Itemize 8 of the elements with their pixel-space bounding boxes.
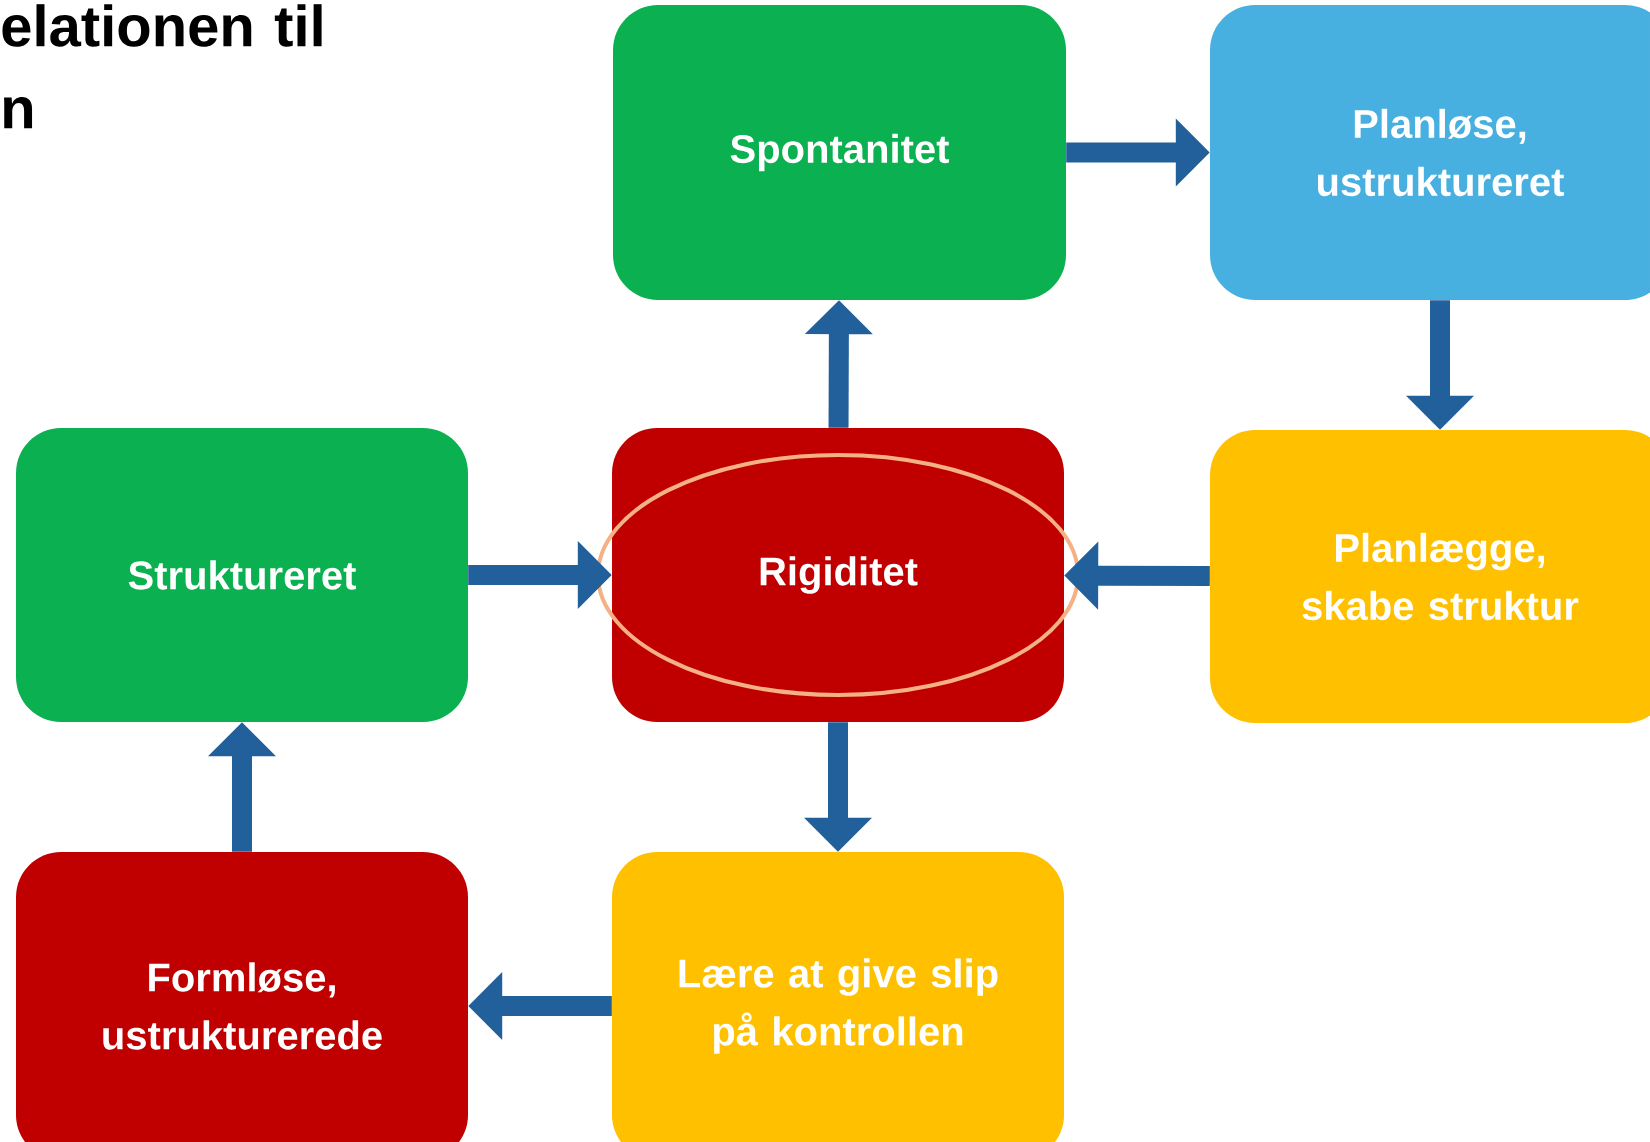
process-box: Spontanitet	[613, 5, 1066, 300]
process-box: Struktureret	[16, 428, 468, 722]
process-box: Planlægge, skabe struktur	[1210, 430, 1650, 723]
process-box: Formløse, ustrukturerede	[16, 852, 468, 1142]
title: elationen til n	[2, 4, 322, 129]
process-box: Lære at give slip på kontrollen	[612, 852, 1064, 1142]
process-box: Rigiditet	[612, 428, 1064, 722]
process-box: Planløse, ustruktureret	[1210, 5, 1650, 300]
